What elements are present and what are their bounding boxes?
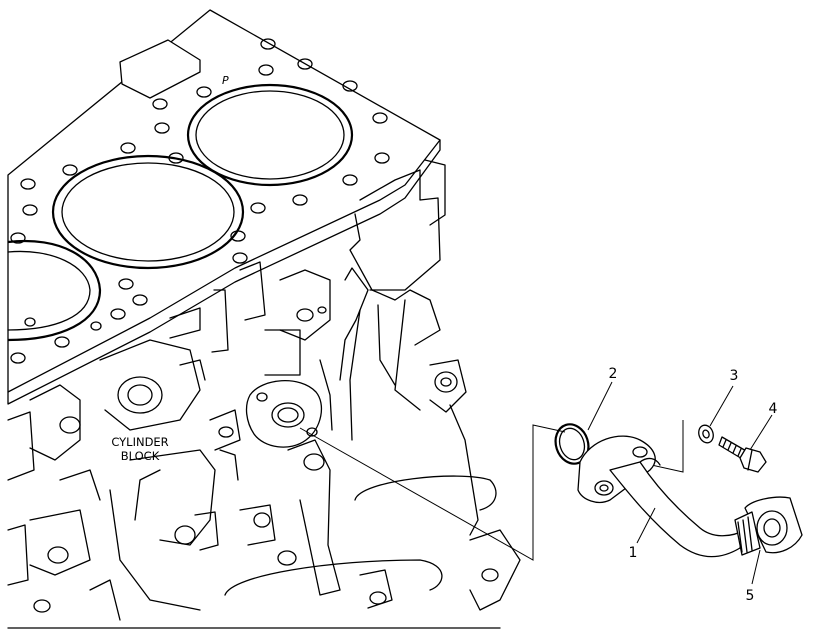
callout-2-leader (587, 381, 613, 431)
bolt (718, 436, 767, 473)
cylinder-block: P (7, 9, 521, 629)
hose-fitting (734, 496, 803, 556)
block-deck-edge (7, 139, 441, 405)
elbow-tube (577, 435, 746, 558)
cylinder-bore-middle (51, 154, 245, 270)
cylinder-block-label-line2: BLOCK (121, 449, 160, 463)
callout-5-leader (751, 549, 761, 585)
cylinder-block-label-line1: CYLINDER (111, 435, 168, 449)
callout-5: 5 (746, 588, 755, 604)
head-bolt-holes (10, 38, 390, 364)
callout-3: 3 (730, 368, 739, 384)
block-front-tab (119, 39, 201, 99)
callout-3-leader (709, 385, 734, 427)
o-ring-seal (554, 423, 590, 465)
block-brackets (224, 359, 521, 611)
cylinder-bore-rear (186, 83, 354, 187)
callout-4-leader (749, 414, 773, 451)
callout-4: 4 (769, 401, 778, 417)
water-outlet-boss (245, 380, 323, 448)
callout-1: 1 (629, 545, 638, 561)
callout-2: 2 (609, 366, 618, 382)
assembly-centerline (299, 424, 566, 561)
block-marking: P (222, 74, 229, 87)
block-front-castings (7, 339, 393, 621)
washer (698, 424, 714, 444)
block-deck-surface (7, 9, 441, 393)
callout-1-leader (636, 507, 656, 544)
cylinder-bore-front (7, 239, 102, 342)
block-side-castings (169, 159, 446, 441)
